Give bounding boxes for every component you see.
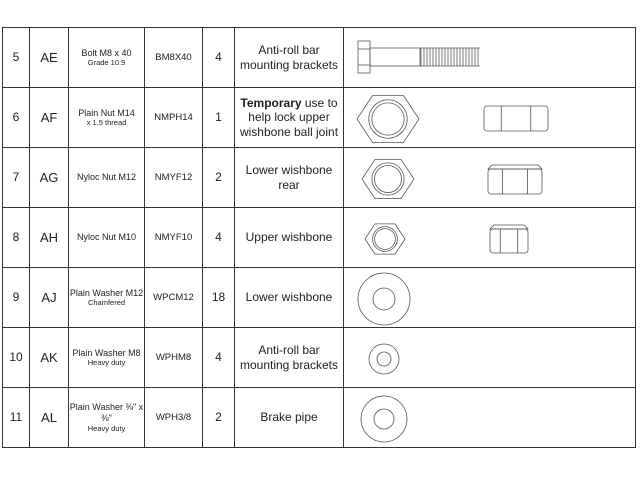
item-code: WPCM12 bbox=[144, 267, 203, 328]
item-quantity: 18 bbox=[202, 267, 235, 328]
usage-text: Lower wishbone rear bbox=[245, 163, 333, 192]
description-main: Nyloc Nut M10 bbox=[76, 232, 137, 243]
item-usage: Upper wishbone bbox=[234, 207, 344, 268]
item-code: WPH3/8 bbox=[144, 387, 203, 448]
usage-text: Lower wishbone bbox=[245, 290, 333, 305]
table-row: 7 AG Nyloc Nut M12 NMYF12 2 Lower wishbo… bbox=[2, 147, 636, 208]
description-sub: Grade 10.9 bbox=[87, 58, 126, 68]
item-quantity: 4 bbox=[202, 27, 235, 88]
item-code: NMYF10 bbox=[144, 207, 203, 268]
item-image bbox=[343, 267, 636, 328]
usage-text: Upper wishbone bbox=[245, 230, 333, 245]
item-code: NMPH14 bbox=[144, 87, 203, 148]
description-sub: Heavy duty bbox=[87, 423, 126, 433]
description-main: Plain Washer ⅜" x ⅜" bbox=[69, 402, 144, 423]
item-description: Nyloc Nut M12 bbox=[68, 147, 145, 208]
plain-nut-drawing-icon bbox=[356, 94, 549, 143]
description-sub: Heavy duty bbox=[87, 358, 126, 368]
item-number: 11 bbox=[2, 387, 30, 448]
bolt-drawing-icon bbox=[357, 40, 480, 73]
item-ref: AJ bbox=[29, 267, 69, 328]
usage-text: Anti-roll bar mounting brackets bbox=[239, 343, 339, 372]
nyloc-nut-drawing-icon bbox=[361, 158, 543, 199]
description-main: Plain Nut M14 bbox=[78, 107, 135, 118]
item-ref: AK bbox=[29, 327, 69, 388]
usage-text: Brake pipe bbox=[260, 410, 318, 425]
item-ref: AE bbox=[29, 27, 69, 88]
usage-text: use to help lock upper wishbone ball joi… bbox=[239, 95, 339, 139]
item-image bbox=[343, 87, 636, 148]
nyloc-nut-small-drawing-icon bbox=[364, 222, 529, 254]
item-image bbox=[343, 327, 636, 388]
item-quantity: 1 bbox=[202, 87, 235, 148]
item-image bbox=[343, 147, 636, 208]
item-ref: AF bbox=[29, 87, 69, 148]
washer-small-drawing-icon bbox=[368, 343, 400, 374]
item-number: 7 bbox=[2, 147, 30, 208]
item-quantity: 4 bbox=[202, 207, 235, 268]
item-number: 9 bbox=[2, 267, 30, 328]
item-usage: Anti-roll bar mounting brackets bbox=[234, 327, 344, 388]
item-usage: Anti-roll bar mounting brackets bbox=[234, 27, 344, 88]
description-main: Nyloc Nut M12 bbox=[76, 172, 137, 183]
item-description: Nyloc Nut M10 bbox=[68, 207, 145, 268]
description-main: Bolt M8 x 40 bbox=[81, 47, 132, 58]
item-number: 10 bbox=[2, 327, 30, 388]
item-image bbox=[343, 387, 636, 448]
item-usage: Temporary use to help lock upper wishbon… bbox=[234, 87, 344, 148]
item-code: WPHM8 bbox=[144, 327, 203, 388]
item-ref: AG bbox=[29, 147, 69, 208]
item-usage: Lower wishbone bbox=[234, 267, 344, 328]
description-sub: x 1.5 thread bbox=[86, 118, 127, 128]
item-quantity: 2 bbox=[202, 147, 235, 208]
item-number: 5 bbox=[2, 27, 30, 88]
item-usage: Brake pipe bbox=[234, 387, 344, 448]
washer-medium-drawing-icon bbox=[360, 395, 408, 442]
item-quantity: 2 bbox=[202, 387, 235, 448]
usage-emphasis: Temporary bbox=[240, 95, 302, 110]
item-image bbox=[343, 207, 636, 268]
item-number: 6 bbox=[2, 87, 30, 148]
item-ref: AL bbox=[29, 387, 69, 448]
item-code: NMYF12 bbox=[144, 147, 203, 208]
description-sub: Chamfered bbox=[87, 298, 126, 308]
item-quantity: 4 bbox=[202, 327, 235, 388]
item-usage: Lower wishbone rear bbox=[234, 147, 344, 208]
item-number: 8 bbox=[2, 207, 30, 268]
item-description: Plain Washer ⅜" x ⅜"Heavy duty bbox=[68, 387, 145, 448]
usage-text: Anti-roll bar mounting brackets bbox=[239, 43, 339, 72]
description-main: Plain Washer M12 bbox=[69, 287, 144, 298]
item-image bbox=[343, 27, 636, 88]
item-code: BM8X40 bbox=[144, 27, 203, 88]
table-row: 8 AH Nyloc Nut M10 NMYF10 4 Upper wishbo… bbox=[2, 207, 636, 268]
washer-large-drawing-icon bbox=[357, 272, 411, 325]
item-ref: AH bbox=[29, 207, 69, 268]
description-main: Plain Washer M8 bbox=[72, 347, 141, 358]
table-row: 11 AL Plain Washer ⅜" x ⅜"Heavy duty WPH… bbox=[2, 387, 636, 448]
